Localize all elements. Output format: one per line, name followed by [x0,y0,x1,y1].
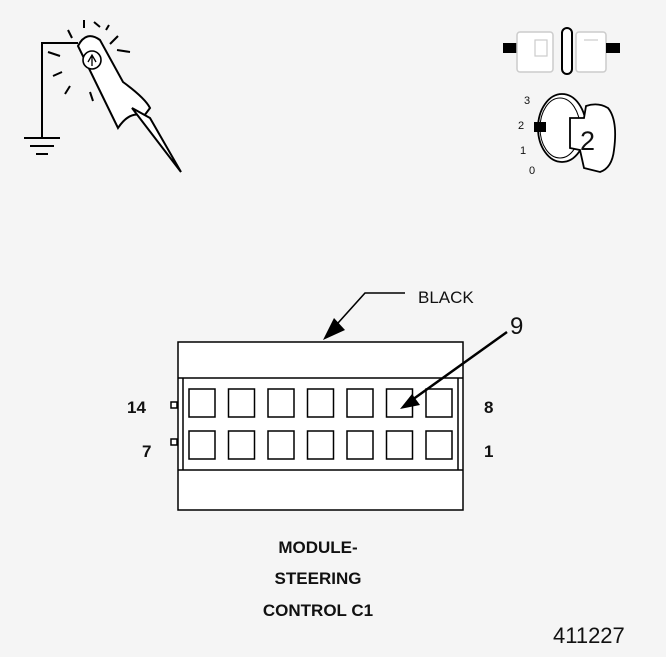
pin-label-top-left: 14 [127,398,146,417]
connector-title-line-3: CONTROL C1 [262,601,374,620]
pin-cavity-top [346,388,374,418]
ignition-position-3: 3 [524,95,531,107]
pin-cavity-top [188,388,216,418]
connector-body [170,341,464,511]
pin-label-top-right: 8 [484,398,494,417]
disconnected-connector-icon [503,27,620,75]
pin-label-bottom-right: 1 [484,442,494,461]
pin-cavity-bottom [346,430,374,460]
pin-cavity-bottom [306,430,335,460]
pin-cavity-bottom [425,430,453,460]
color-leader-arrow [323,292,405,340]
pin-cavity-bottom [385,430,414,460]
pin-cavity-bottom [267,430,295,460]
pin-cavity-top [425,388,453,418]
pin-label-bottom-left: 7 [142,442,152,461]
callout-pin-number: 9 [510,313,524,340]
ignition-position-1: 1 [520,145,527,157]
connector-color-label: BLACK [418,288,474,307]
pin-9-callout-arrow [400,330,508,409]
ignition-position-2: 2 [518,120,525,132]
pin-cavity-bottom [227,430,256,460]
pin-row-top [188,388,453,418]
pin-cavity-top [306,388,335,418]
pin-row-bottom [188,430,453,460]
ignition-key-position: 2 [580,126,596,156]
ignition-key-icon [534,93,617,173]
connector-title-line-2: STEERING [274,569,362,588]
pin-cavity-bottom [188,430,216,460]
pin-cavity-top [267,388,295,418]
test-light-icon [24,20,182,173]
connector-title-line-1: MODULE- [278,538,358,557]
figure-id: 411227 [553,623,625,648]
pin-cavity-top [227,388,256,418]
ignition-position-0: 0 [529,165,536,177]
